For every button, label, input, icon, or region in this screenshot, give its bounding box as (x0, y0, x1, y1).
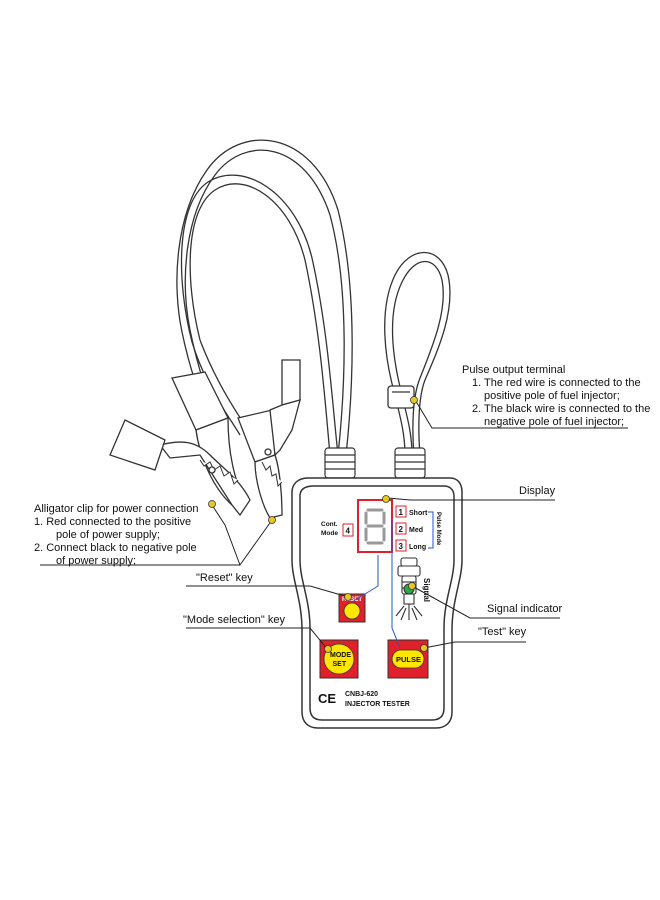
alligator-clip-left (109, 371, 251, 517)
cont-label: Cont. (321, 521, 338, 528)
alligator-line1: 1. Red connected to the positive (34, 516, 192, 528)
mode-2-box (395, 522, 407, 535)
pulse-output-line3: 2. The black wire is connected to the (472, 403, 651, 415)
pulse-label: PULSE (396, 655, 421, 664)
pulse-connector (387, 385, 415, 409)
mode-1-number: 1 (399, 508, 404, 517)
alligator-title: Alligator clip for power connection (34, 503, 199, 515)
signal-indicator-annotation: Signal indicator (487, 603, 563, 615)
mode-set-label-line2: SET (333, 661, 347, 668)
pulse-output-line4: negative pole of fuel injector; (484, 416, 625, 428)
mode-2-number: 2 (399, 525, 404, 534)
mode-1-label: Short (409, 510, 428, 517)
reset-button[interactable] (338, 593, 366, 623)
cont-mode-number: 4 (346, 527, 351, 536)
mode-set-label-line1: MODE (330, 652, 351, 659)
reset-key-annotation: "Reset" key (196, 572, 253, 584)
mode-list: 1 Short 2 Med 3 Long (395, 505, 434, 552)
mode-3-number: 3 (399, 542, 404, 551)
pointer-dots (208, 396, 428, 653)
mode-label: Mode (321, 530, 338, 537)
mode-3-label: Long (409, 544, 426, 551)
pulse-mode-label: Pulse Mode (435, 512, 441, 546)
test-key-annotation: "Test" key (478, 626, 527, 638)
reset-label: RESET (342, 597, 362, 603)
model-number: CNBJ-620 (345, 691, 378, 698)
pulse-output-line1: 1. The red wire is connected to the (472, 377, 641, 389)
mode-key-annotation: "Mode selection" key (183, 614, 285, 626)
pulse-cable (384, 251, 451, 456)
alligator-line3: 2. Connect black to negative pole (34, 542, 197, 554)
pulse-output-annotation: Pulse output terminal 1. The red wire is… (462, 364, 650, 429)
cont-mode-box (342, 523, 354, 537)
alligator-line4: of power supply; (56, 555, 137, 567)
leader-lines-blue (351, 520, 401, 649)
mode-3-box (395, 539, 407, 552)
product-name: INJECTOR TESTER (345, 701, 410, 708)
pulse-output-line2: positive pole of fuel injector; (484, 390, 620, 402)
mode-set-button[interactable] (319, 639, 359, 679)
mode-2-label: Med (409, 527, 423, 534)
signal-label: Signal (422, 578, 431, 602)
mode-1-box (395, 505, 407, 518)
strain-reliefs (324, 447, 426, 479)
alligator-clip-right (237, 359, 301, 519)
alligator-line2: pole of power supply; (56, 529, 160, 541)
ce-mark: CE (318, 691, 336, 706)
seven-segment-display (357, 499, 393, 553)
pulse-output-title: Pulse output terminal (462, 364, 566, 376)
alligator-annotation: Alligator clip for power connection 1. R… (34, 503, 198, 568)
display-annotation: Display (519, 485, 556, 497)
leader-lines (40, 397, 628, 651)
